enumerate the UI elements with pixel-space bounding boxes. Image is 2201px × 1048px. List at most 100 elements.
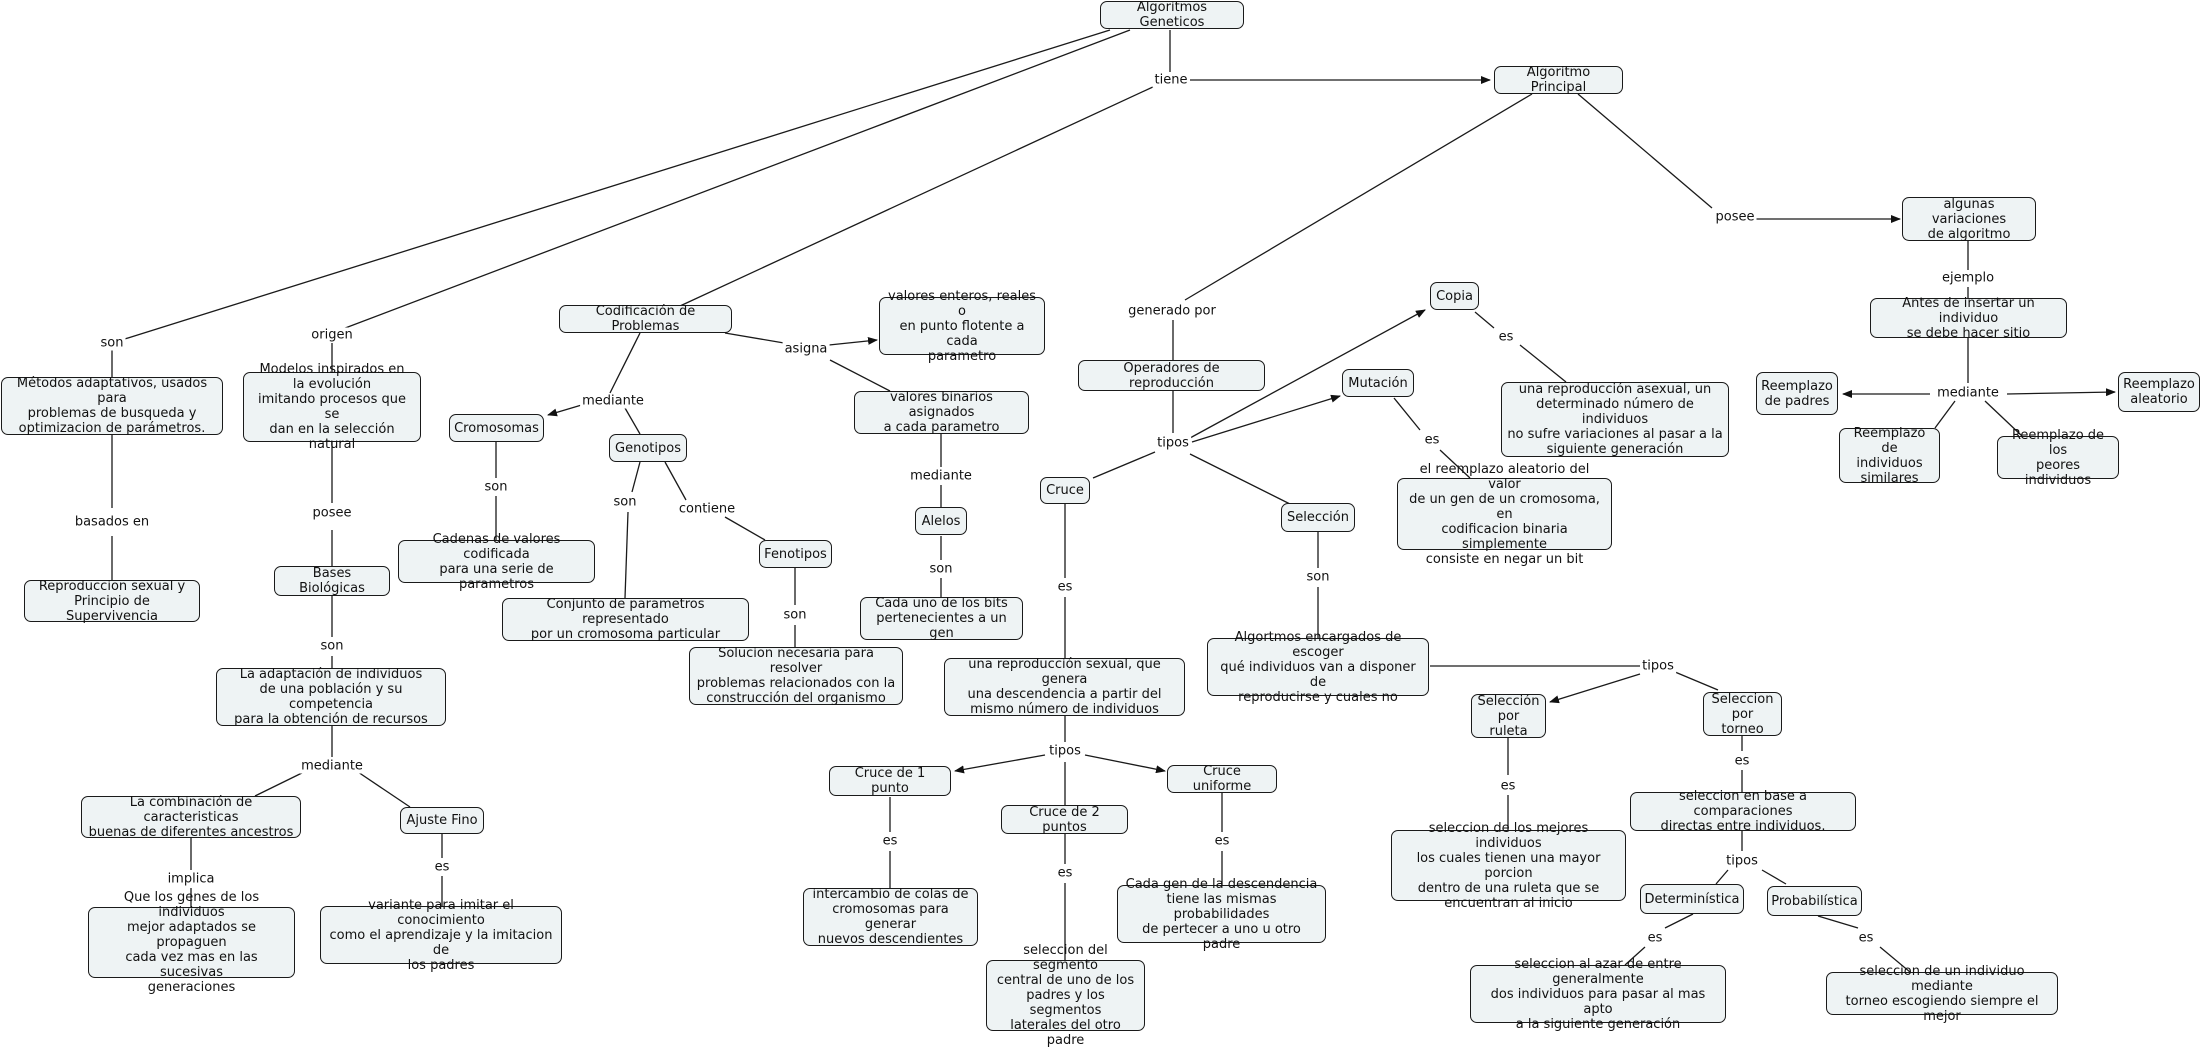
- codificacion-node[interactable]: Codificación de Problemas: [559, 304, 732, 334]
- reemplazo-aleatorio-node[interactable]: Reemplazo aleatorio: [2118, 372, 2200, 412]
- torneo-node[interactable]: Seleccion por torneo: [1703, 692, 1782, 737]
- cadenas-node[interactable]: Cadenas de valores codificada para una s…: [398, 532, 595, 592]
- alelos-node[interactable]: Alelos: [915, 507, 967, 535]
- line: [331, 29, 1131, 334]
- torneo-desc-node[interactable]: seleccion en base a comparaciones direct…: [1630, 789, 1856, 834]
- deterministica-desc-node[interactable]: seleccion al azar de entre generalmente …: [1470, 957, 1726, 1032]
- valores-enteros-node[interactable]: valores enteros, reales o en punto flote…: [879, 289, 1045, 364]
- link-label-es: es: [1732, 753, 1752, 769]
- cruce1-node[interactable]: Cruce de 1 punto: [829, 766, 951, 796]
- root-node[interactable]: Algoritmos Geneticos: [1100, 0, 1244, 30]
- line: [1664, 913, 1694, 929]
- line: [1439, 449, 1471, 479]
- modelos-node[interactable]: Modelos inspirados en la evolución imita…: [243, 362, 421, 452]
- line: [1191, 394, 1341, 443]
- reemplazo-similares-node[interactable]: Reemplazo de individuos similares: [1839, 426, 1940, 486]
- cruce-node[interactable]: Cruce: [1040, 477, 1090, 504]
- line: [1189, 309, 1426, 439]
- reemplazo-padres-node[interactable]: Reemplazo de padres: [1756, 372, 1838, 415]
- link-label-origen: origen: [309, 327, 355, 343]
- link-label-mediante: mediante: [1935, 385, 2001, 401]
- metodos-node[interactable]: Métodos adaptativos, usados para problem…: [1, 376, 223, 436]
- intercambio-node[interactable]: intercambio de colas de cromosomas para …: [803, 887, 978, 947]
- copia-node[interactable]: Copia: [1430, 282, 1479, 310]
- link-label-basados-en: basados en: [72, 514, 152, 530]
- link-label-posee: posee: [310, 505, 354, 521]
- link-label-son: son: [318, 638, 346, 654]
- line: [1474, 311, 1495, 329]
- deterministica-node[interactable]: Determinística: [1640, 884, 1744, 914]
- reemplazo-peores-node[interactable]: Reemplazo de los peores individuos: [1997, 428, 2119, 488]
- link-label-mediante: mediante: [908, 468, 974, 484]
- line: [1934, 400, 1956, 429]
- link-label-tiene: tiene: [1152, 72, 1190, 88]
- combinacion-node[interactable]: La combinación de caracteristicas buenas…: [81, 795, 301, 840]
- line: [724, 516, 766, 541]
- conjunto-node[interactable]: Conjunto de parametros representado por …: [502, 597, 749, 642]
- mutacion-desc-node[interactable]: el reemplazo aleatorio del valor de un g…: [1397, 462, 1612, 567]
- line: [631, 461, 641, 493]
- ajuste-node[interactable]: Ajuste Fino: [400, 807, 484, 834]
- line: [1624, 946, 1646, 966]
- cruce-uniforme-node[interactable]: Cruce uniforme: [1167, 764, 1277, 794]
- probabilistica-desc-node[interactable]: seleccion de un individuo mediante torne…: [1826, 964, 2058, 1024]
- link-label-es: es: [1856, 930, 1876, 946]
- line: [1817, 915, 1859, 929]
- link-label-son: son: [611, 494, 639, 510]
- link-label-tipos: tipos: [1724, 853, 1760, 869]
- link-label-tipos: tipos: [1047, 743, 1083, 759]
- mutacion-node[interactable]: Mutación: [1342, 369, 1414, 397]
- line: [609, 332, 641, 394]
- fenotipos-node[interactable]: Fenotipos: [759, 540, 832, 568]
- line: [254, 769, 309, 797]
- reproduccion-node[interactable]: Reproduccion sexual y Principio de Super…: [24, 579, 200, 624]
- line: [679, 85, 1156, 307]
- line: [1084, 754, 1166, 774]
- link-label-tipos: tipos: [1155, 435, 1191, 451]
- bases-node[interactable]: Bases Biológicas: [274, 566, 390, 596]
- repro-sexual-node[interactable]: una reproducción sexual, que genera una …: [944, 657, 1185, 717]
- line: [1879, 946, 1911, 973]
- line: [1092, 451, 1156, 479]
- adaptacion-node[interactable]: La adaptación de individuos de una pobla…: [216, 667, 446, 727]
- segmento-node[interactable]: seleccion del segmento central de uno de…: [986, 943, 1145, 1048]
- link-label-ejemplo: ejemplo: [1939, 270, 1997, 286]
- variaciones-node[interactable]: algunas variaciones de algoritmo: [1902, 197, 2036, 242]
- antes-node[interactable]: Antes de insertar un individuo se debe h…: [1870, 296, 2067, 341]
- line: [1674, 671, 1719, 691]
- link-label-es: es: [1212, 833, 1232, 849]
- line: [1715, 869, 1729, 885]
- link-label-son: son: [98, 335, 126, 351]
- link-label-mediante: mediante: [580, 393, 646, 409]
- genotipos-node[interactable]: Genotipos: [609, 434, 687, 462]
- algoritmos-escoger-node[interactable]: Algortmos encargados de escoger qué indi…: [1207, 630, 1429, 705]
- ruleta-node[interactable]: Selección por ruleta: [1471, 694, 1546, 739]
- link-label-es: es: [1055, 579, 1075, 595]
- algoritmo-principal-node[interactable]: Algoritmo Principal: [1494, 65, 1623, 95]
- cromosomas-node[interactable]: Cromosomas: [449, 414, 544, 442]
- link-label-implica: implica: [165, 871, 217, 887]
- ruleta-desc-node[interactable]: seleccion de los mejores individuos los …: [1391, 821, 1626, 911]
- line: [1189, 453, 1291, 505]
- seleccion-node[interactable]: Selección: [1281, 503, 1355, 532]
- valores-binarios-node[interactable]: valores binarios asignados a cada parame…: [854, 390, 1029, 435]
- line: [1577, 93, 1713, 209]
- probabilistica-node[interactable]: Probabilística: [1767, 886, 1862, 916]
- line: [1549, 673, 1641, 704]
- cada-gen-node[interactable]: Cada gen de la descendencia tiene las mi…: [1117, 877, 1326, 952]
- link-label-son: son: [927, 561, 955, 577]
- link-label-es: es: [1055, 865, 1075, 881]
- bits-node[interactable]: Cada uno de los bits pertenecientes a un…: [860, 596, 1023, 641]
- cruce2-node[interactable]: Cruce de 2 puntos: [1001, 805, 1128, 835]
- link-label-es: es: [1645, 930, 1665, 946]
- link-label-son: son: [482, 479, 510, 495]
- link-label-generado-por: generado por: [1126, 303, 1218, 319]
- genes-node[interactable]: Que los genes de los individuos mejor ad…: [88, 890, 295, 995]
- operadores-node[interactable]: Operadores de reproducción: [1078, 360, 1265, 391]
- copia-desc-node[interactable]: una reproducción asexual, un determinado…: [1501, 382, 1729, 457]
- line: [354, 769, 411, 808]
- solucion-node[interactable]: Solucion necesaria para resolver problem…: [689, 646, 903, 706]
- link-label-mediante: mediante: [299, 758, 365, 774]
- variante-node[interactable]: variante para imitar el conocimiento com…: [320, 898, 562, 973]
